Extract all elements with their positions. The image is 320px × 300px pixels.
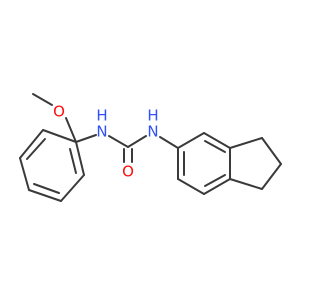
- ring1-bond: [75, 141, 85, 176]
- left-hydrogen-label: H: [96, 107, 107, 125]
- bond-o-aryl: [65, 117, 77, 143]
- ring1-bond: [19, 157, 30, 191]
- ring1-bond: [42, 129, 77, 143]
- left-nitrogen-label: N: [96, 123, 107, 141]
- carbonyl-oxygen-label: O: [122, 163, 134, 181]
- ring2-bond: [177, 132, 205, 149]
- ring2-bond: [203, 132, 231, 149]
- bond-aryl-n: [75, 134, 97, 143]
- ring2-double-bond: [204, 174, 226, 187]
- methoxyphenyl-ring: [19, 129, 85, 202]
- ring3-bond: [229, 178, 263, 190]
- bond-n-indane: [159, 136, 179, 149]
- ring1-double-bond: [26, 138, 46, 160]
- right-nitrogen-label: N: [147, 123, 158, 141]
- indane-cyclopentane-ring: [229, 137, 282, 190]
- right-hydrogen-label: H: [147, 107, 158, 125]
- methoxy-oxygen-label: O: [53, 103, 65, 121]
- bond-methyl-o: [32, 93, 53, 106]
- ring1-double-bond: [69, 148, 77, 174]
- ring1-bond: [19, 129, 44, 159]
- ring3-bond: [261, 163, 282, 190]
- ring3-bond: [261, 137, 282, 165]
- ring2-bond: [177, 178, 205, 195]
- ring1-double-bond: [33, 183, 60, 194]
- indane-aromatic-ring: [177, 132, 231, 195]
- structure-diagram: O O N H N H: [19, 93, 282, 202]
- bond-n-carbonyl: [108, 135, 129, 148]
- bond-carbonyl-n: [127, 135, 147, 148]
- ring3-bond: [229, 137, 263, 149]
- ring1-bond: [28, 189, 62, 202]
- ring2-bond: [203, 178, 231, 195]
- ring2-double-bond: [204, 140, 226, 153]
- ring1-bond: [60, 174, 85, 202]
